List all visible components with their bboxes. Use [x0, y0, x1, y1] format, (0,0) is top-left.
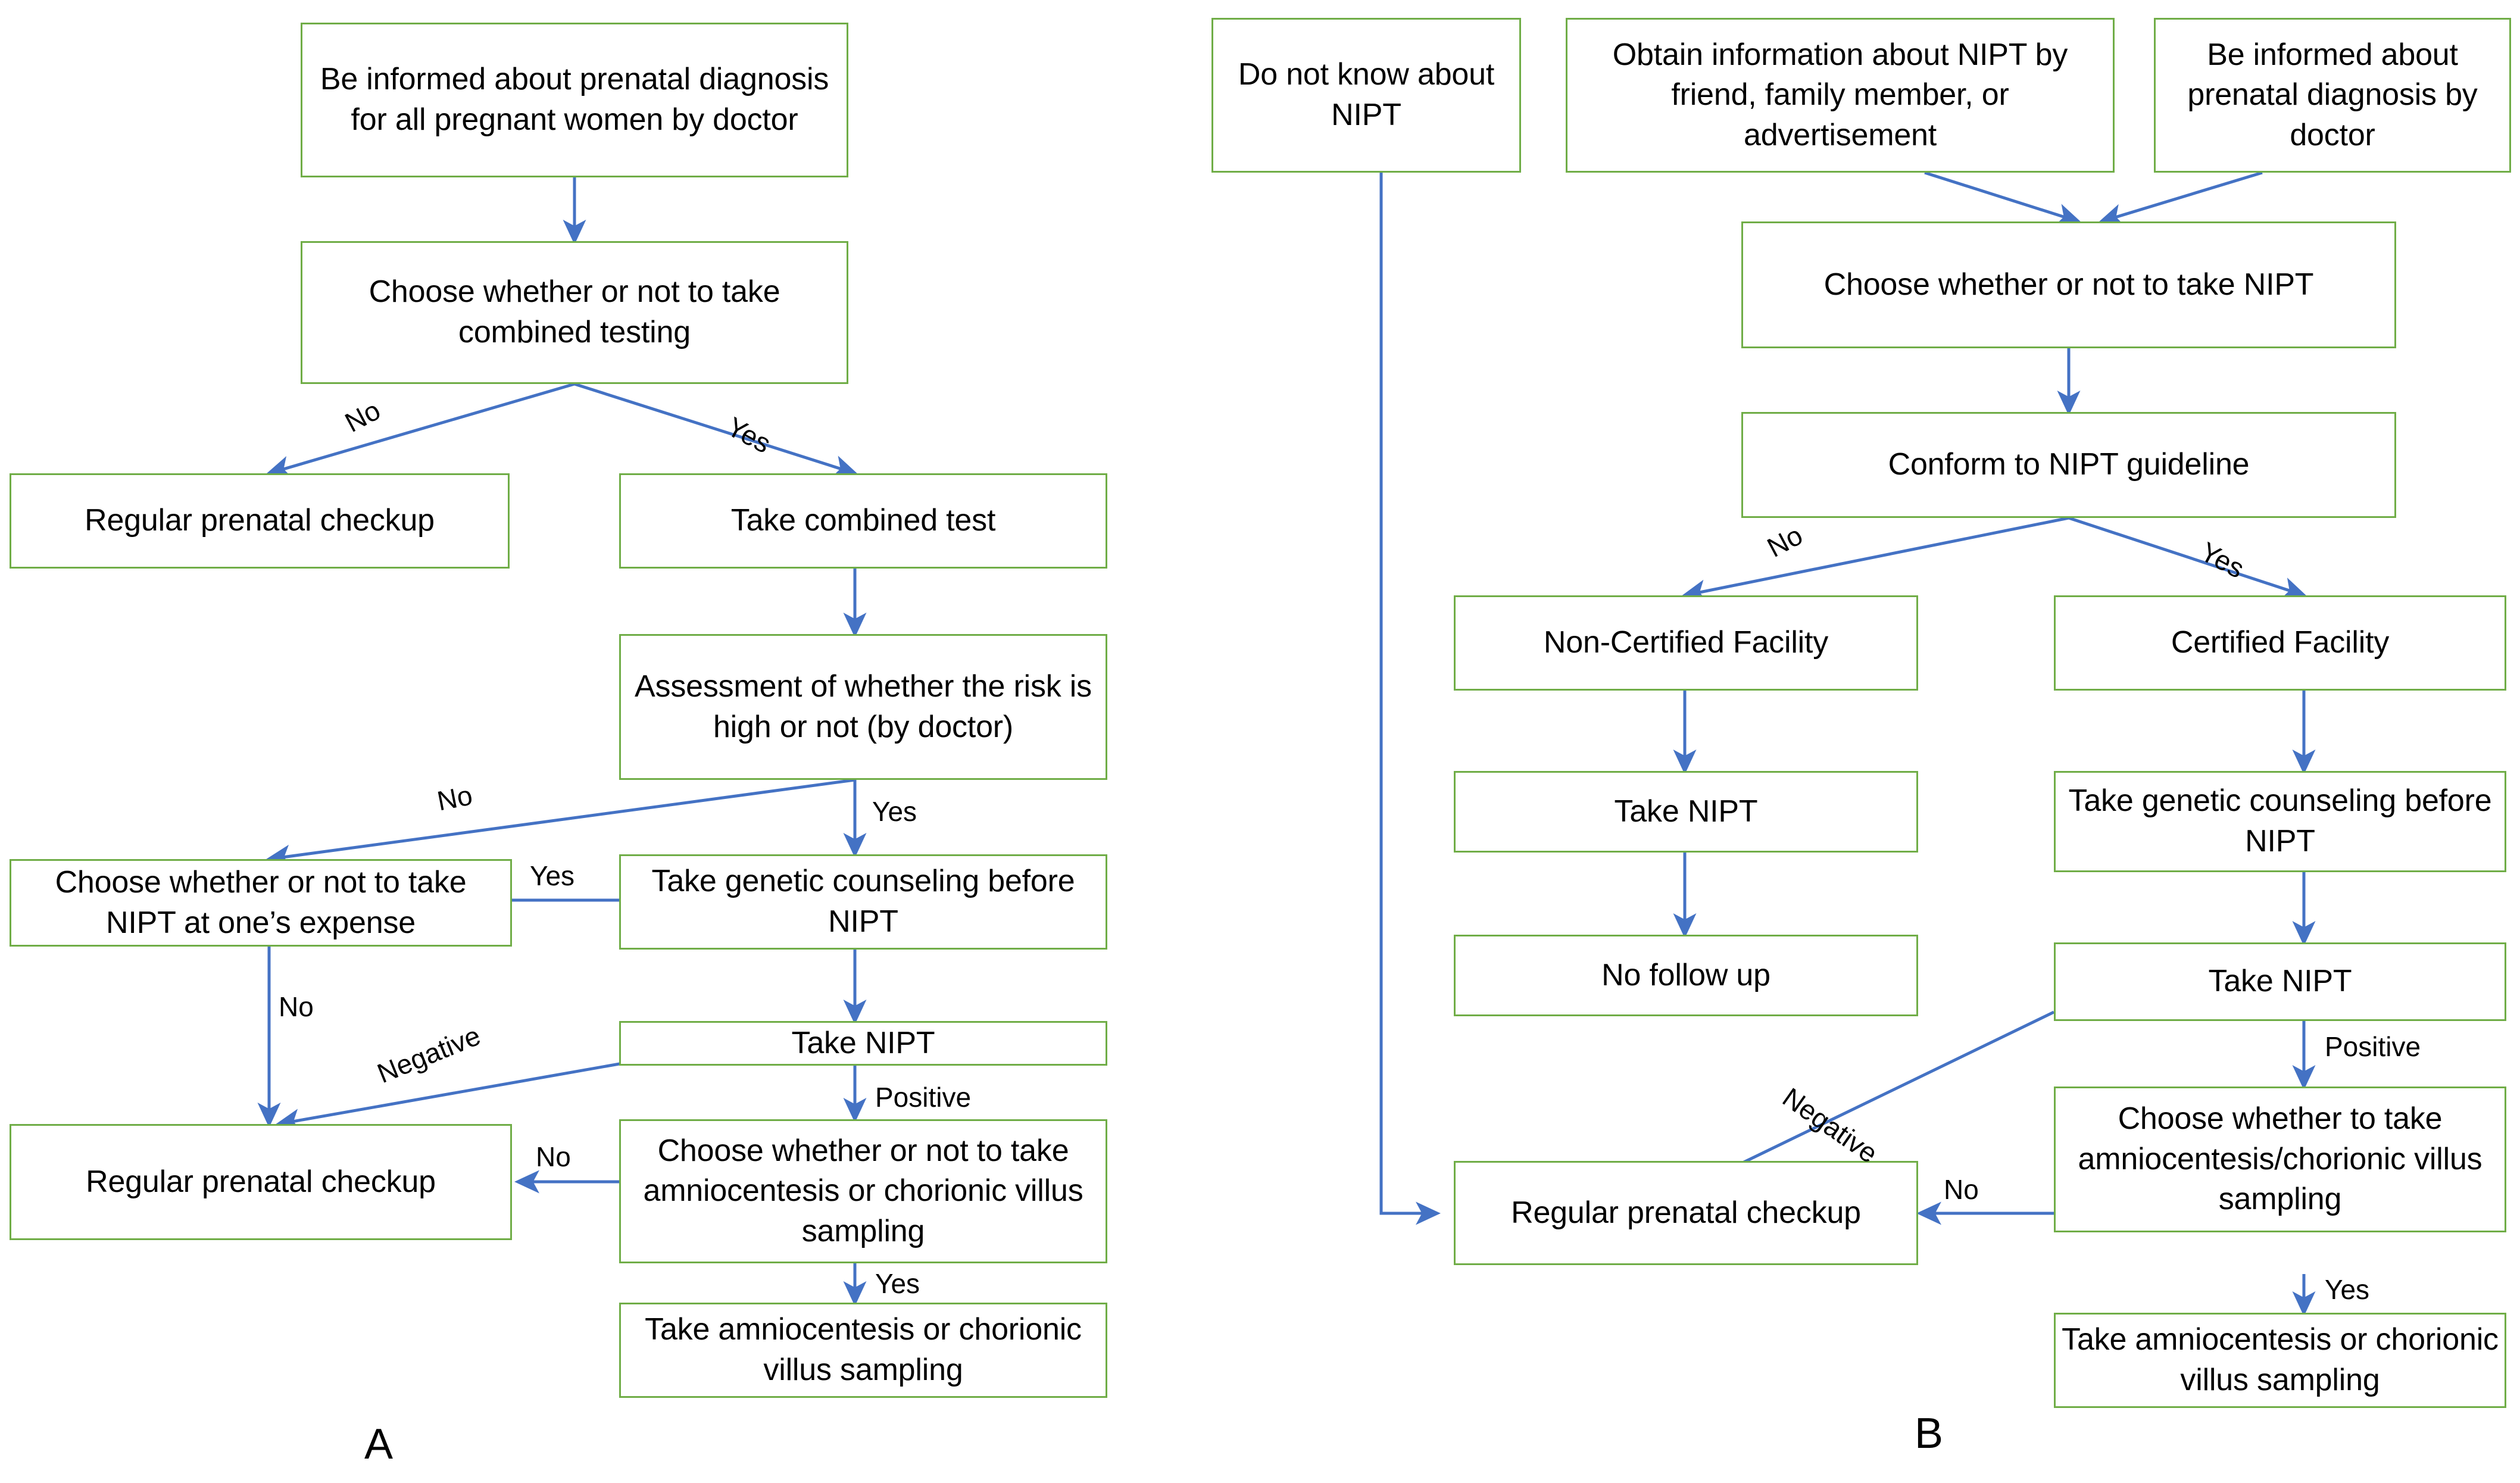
node-a5[interactable]: Assessment of whether the risk is high o… — [619, 634, 1107, 780]
edge-label-b5-b6: No — [1762, 519, 1808, 563]
node-a11[interactable]: Take amniocentesis or chorionic villus s… — [619, 1303, 1107, 1398]
node-a9[interactable]: Regular prenatal checkup — [10, 1124, 512, 1240]
edge-b5-b7 — [2068, 516, 2307, 600]
edge-label-b11-b12: Negative — [1777, 1081, 1884, 1169]
edge-label-b11-b13: Positive — [2325, 1031, 2421, 1062]
edge-label-a2-a4: Yes — [722, 411, 776, 460]
node-a3[interactable]: Regular prenatal checkup — [10, 473, 510, 569]
node-a10[interactable]: Choose whether or not to take amniocente… — [619, 1119, 1107, 1263]
node-b11[interactable]: Take NIPT — [2054, 942, 2506, 1021]
panel-label-b: B — [1915, 1410, 1944, 1457]
node-b3[interactable]: Be informed about prenatal diagnosis by … — [2154, 18, 2511, 173]
node-b10[interactable]: No follow up — [1454, 935, 1918, 1016]
edge-b5-b6 — [1681, 516, 2069, 603]
edge-label-a10-a11: Yes — [875, 1268, 920, 1299]
node-a8[interactable]: Take NIPT — [619, 1021, 1107, 1066]
edge-label-a8-a9: Negative — [373, 1019, 485, 1089]
node-b5[interactable]: Conform to NIPT guideline — [1741, 412, 2396, 518]
edge-label-a6-a9: No — [279, 991, 314, 1022]
node-b4[interactable]: Choose whether or not to take NIPT — [1741, 221, 2396, 348]
node-a7[interactable]: Take genetic counseling before NIPT — [619, 854, 1107, 950]
edge-b2-b4 — [1924, 171, 2082, 226]
node-b7[interactable]: Certified Facility — [2054, 595, 2506, 691]
edge-label-a5-a6: No — [435, 779, 475, 817]
node-a1[interactable]: Be informed about prenatal diagnosis for… — [301, 23, 848, 177]
edge-b11-b12 — [1696, 1010, 2055, 1185]
node-b2[interactable]: Obtain information about NIPT by friend,… — [1566, 18, 2115, 173]
edge-label-a5-a7: Yes — [872, 796, 917, 827]
node-b6[interactable]: Non-Certified Facility — [1454, 595, 1918, 691]
node-b9[interactable]: Take genetic counseling before NIPT — [2054, 771, 2506, 872]
node-b12[interactable]: Regular prenatal checkup — [1454, 1161, 1918, 1265]
edge-label-a2-a3: No — [339, 394, 386, 438]
edge-label-b13-b14: Yes — [2325, 1274, 2370, 1305]
edge-a5-a6 — [266, 778, 855, 868]
edge-label-a6-a7: Yes — [530, 860, 575, 891]
edge-label-a10-a9: No — [536, 1141, 571, 1172]
node-a2[interactable]: Choose whether or not to take combined t… — [301, 241, 848, 384]
edge-label-b13-b12: No — [1944, 1174, 1979, 1205]
edge-a2-a3 — [266, 382, 575, 479]
node-b1[interactable]: Do not know about NIPT — [1211, 18, 1521, 173]
panel-label-a: A — [364, 1420, 394, 1468]
node-b13[interactable]: Choose whether to take amniocentesis/cho… — [2054, 1087, 2506, 1232]
edge-b3-b4 — [2098, 171, 2263, 227]
edge-label-b5-b7: Yes — [2195, 536, 2250, 585]
node-b8[interactable]: Take NIPT — [1454, 771, 1918, 853]
edge-label-a8-a10: Positive — [875, 1082, 972, 1113]
edge-a2-a4 — [574, 382, 858, 478]
node-a4[interactable]: Take combined test — [619, 473, 1107, 569]
edge-b1-b12 — [1379, 173, 1441, 1225]
node-a6[interactable]: Choose whether or not to take NIPT at on… — [10, 859, 512, 947]
node-b14[interactable]: Take amniocentesis or chorionic villus s… — [2054, 1313, 2506, 1408]
